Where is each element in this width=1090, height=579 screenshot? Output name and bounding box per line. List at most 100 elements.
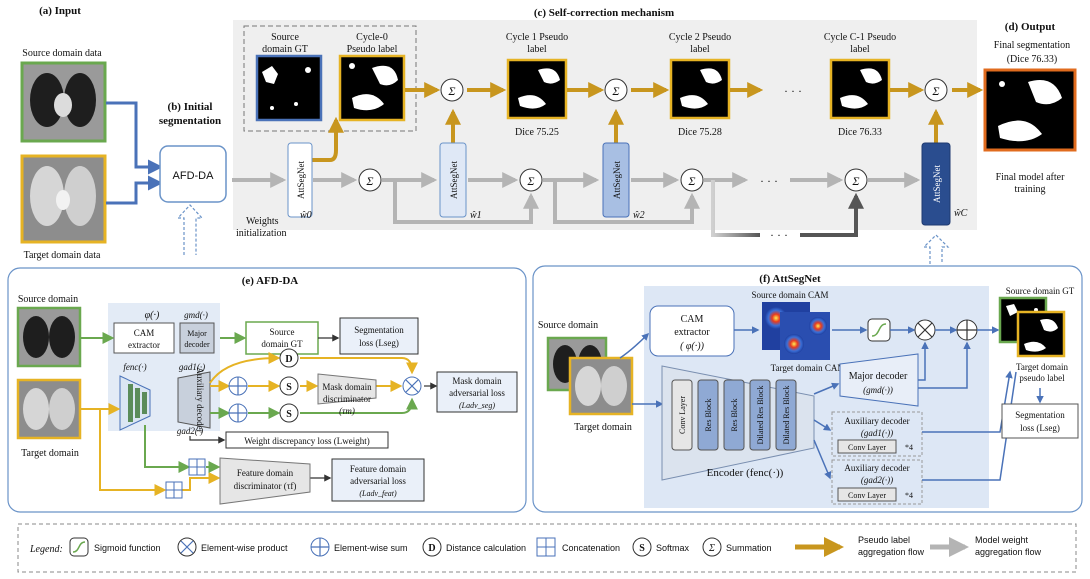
afdda-source-image <box>16 306 82 368</box>
mask-adv-1: Mask domain <box>452 376 502 386</box>
afdda-source-gt-2: domain GT <box>261 339 303 349</box>
encoder-layer-label: Res Block <box>704 398 713 431</box>
att-target-cam-image <box>780 312 830 360</box>
distance-node: D <box>279 348 299 368</box>
att-aux2-group <box>831 459 923 505</box>
attsegnet-title: (f) AttSegNet <box>759 273 821 285</box>
svg-text:S: S <box>639 543 645 554</box>
softmax-node: S <box>279 403 299 423</box>
cycle2-mask-image <box>669 58 731 120</box>
att-seg-loss-2: loss (Lseg) <box>1020 423 1060 433</box>
afdda-phi: φ(·) <box>145 310 160 321</box>
pseudo-label-flow <box>312 82 984 162</box>
source-to-afd-arrow <box>106 101 163 175</box>
sum-node <box>228 403 248 423</box>
dice-1: Dice 75.25 <box>515 127 559 138</box>
svg-text:Σ: Σ <box>447 84 455 98</box>
source-domain-data-label: Source domain data <box>22 48 102 59</box>
afdda-inner-flows <box>209 352 438 419</box>
afdda-major-2: decoder <box>184 340 210 349</box>
final-model-2: training <box>1014 184 1045 195</box>
afdda-major-box <box>179 322 215 354</box>
svg-text:AttSegNet: AttSegNet <box>612 161 622 199</box>
att-cam-3: ( φ(·)) <box>680 341 705 352</box>
weights-init-2: initialization <box>236 228 287 239</box>
svg-text:D: D <box>428 543 435 554</box>
dice-3: Dice 76.33 <box>838 127 882 138</box>
att-source-cam-label: Source domain CAM <box>752 290 829 300</box>
encoder-layer-label: Dilated Res Block <box>782 386 791 445</box>
distance-icon: D <box>422 537 442 557</box>
att-seg-loss-1: Segmentation <box>1015 410 1065 420</box>
encoder-layer-block <box>671 379 693 451</box>
mask-adv-loss-box <box>436 371 518 413</box>
att-enc-to-major-arrow <box>813 382 840 395</box>
weight-flow-gradient <box>711 180 760 237</box>
attsegnet-block: AttSegNet <box>602 142 630 218</box>
product-icon <box>177 537 197 557</box>
output-title: (d) Output <box>1005 21 1056 33</box>
att-pseudo-label-1: Target domain <box>1016 362 1068 372</box>
mask-disc-2: discriminator <box>323 394 371 404</box>
afdda-cam-1: CAM <box>134 328 155 338</box>
legend-item: Summation <box>726 543 772 553</box>
att-major-decoder-box <box>839 353 919 407</box>
target-ct-image <box>20 154 107 244</box>
att-seg-loss-box <box>1001 403 1079 439</box>
product-node <box>914 319 936 341</box>
sigma-node: Σ <box>844 168 868 192</box>
att-aux1-conv <box>837 439 897 454</box>
cycle1-mask-image <box>506 58 568 120</box>
weights-init-1: Weights <box>246 216 279 227</box>
cycle2-title-2: label <box>690 44 710 55</box>
afdda-cam-2: extractor <box>128 340 160 350</box>
feat-disc-2: discriminator (τf) <box>234 481 297 491</box>
mask-disc-1: Mask domain <box>322 382 372 392</box>
concat-node <box>165 481 183 499</box>
att-enc-to-aux2-arrow <box>813 439 832 480</box>
att-cam-1: CAM <box>681 314 704 325</box>
cycle0-title-1: Cycle-0 <box>356 32 388 43</box>
sigma-node: Σ <box>519 168 543 192</box>
legend-item: Distance calculation <box>446 543 526 553</box>
legend-item: Element-wise product <box>201 543 288 553</box>
weight-w1: ŵ1 <box>470 210 482 221</box>
svg-text:S: S <box>286 409 292 420</box>
svg-text:Σ: Σ <box>851 174 859 188</box>
afdda-seg-loss-box <box>339 317 419 355</box>
att-cam-box <box>649 305 735 357</box>
mask-adv-2: adversarial loss <box>449 388 505 398</box>
att-major-to-product-arrow <box>918 341 929 381</box>
afdda-source-gt-box <box>245 321 319 355</box>
legend-weight-1: Model weight <box>975 535 1029 545</box>
att-aux1-conv-label: Conv Layer <box>848 443 886 452</box>
attsegnet-dashed-up-arrow <box>922 234 950 264</box>
legend-pseudo-1: Pseudo label <box>858 535 910 545</box>
afdda-aux-decoder-box: Auxiliary decoder <box>177 367 211 433</box>
final-model-1: Final model after <box>996 172 1066 183</box>
encoder-layer-label: Dilated Res Block <box>756 386 765 445</box>
att-aux2-conv-label: Conv Layer <box>848 491 886 500</box>
svg-text:AttSegNet: AttSegNet <box>449 161 459 199</box>
final-segmentation-image <box>983 68 1077 152</box>
att-major-1: Major decoder <box>849 371 908 382</box>
product-node <box>402 376 422 396</box>
sigma-node: Σ <box>680 168 704 192</box>
att-target-image <box>568 356 634 416</box>
att-encoder-label: Encoder (fenc(·)) <box>707 467 784 479</box>
att-aux2-2: (gad2(·)) <box>861 475 893 485</box>
legend-item: Concatenation <box>562 543 620 553</box>
sigmoid-icon <box>69 537 89 557</box>
svg-text:Σ: Σ <box>708 543 715 554</box>
mask-adv-3: (Ladv_seg) <box>459 401 495 410</box>
afd-da-label: AFD-DA <box>173 170 215 182</box>
svg-text:Σ: Σ <box>365 174 373 188</box>
concat-node <box>188 458 206 476</box>
cycle0-mask-image <box>338 54 406 122</box>
legend-pseudo-2: aggregation flow <box>858 547 925 557</box>
afd-da-box <box>159 145 227 203</box>
att-aux1-2: (gad1(·)) <box>861 428 893 438</box>
source-gt-title-1: Source <box>271 32 299 43</box>
concat-icon <box>536 537 556 557</box>
feat-adv-1: Feature domain <box>350 464 407 474</box>
